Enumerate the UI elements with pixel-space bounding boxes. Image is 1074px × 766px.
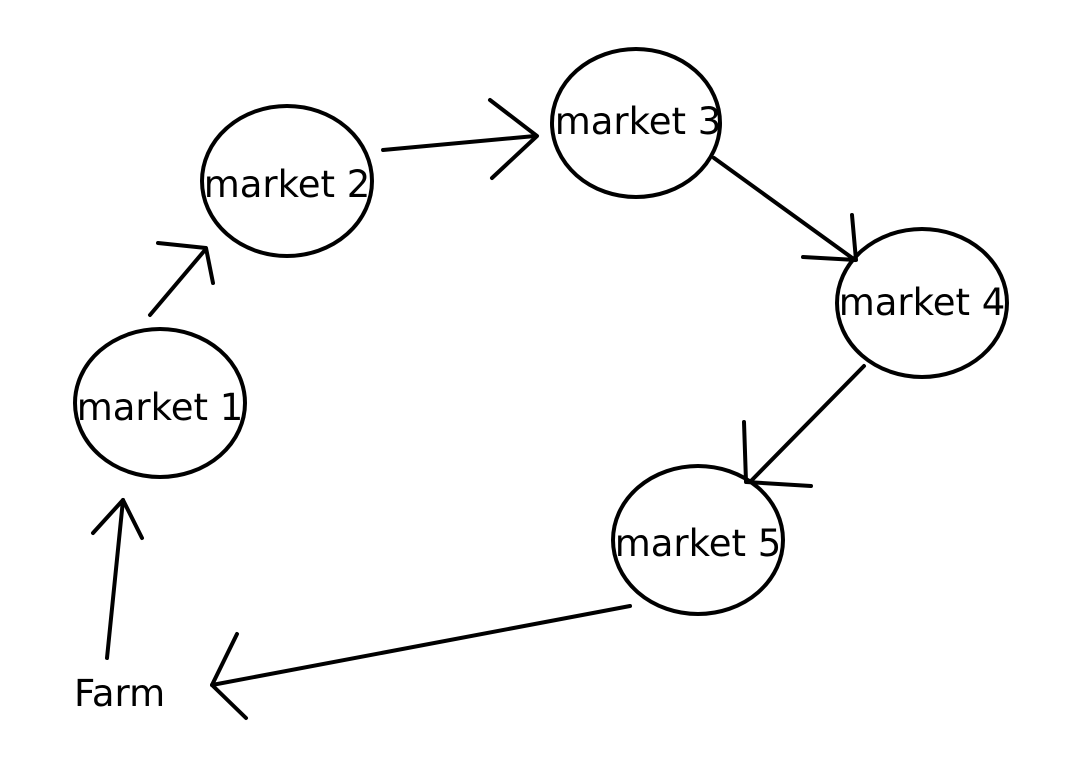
edge-market-2-to-market-3 xyxy=(381,98,539,180)
node-market-4: market 4 xyxy=(835,227,1009,379)
edge-market-3-to-market-4 xyxy=(712,156,858,262)
node-ellipse xyxy=(611,464,785,616)
node-label: market 4 xyxy=(839,281,1006,324)
arrow-head xyxy=(801,213,858,262)
node-ellipse xyxy=(835,227,1009,379)
edge-market-4-to-market-5 xyxy=(742,364,866,488)
node-market-3: market 3 xyxy=(550,47,722,199)
edge-market-1-to-market-2 xyxy=(148,241,215,317)
node-label: market 5 xyxy=(615,522,782,565)
edge-market-5-to-farm xyxy=(210,604,632,720)
arrow-head xyxy=(488,98,539,180)
node-ellipse xyxy=(550,47,722,199)
arrow-head xyxy=(156,241,215,285)
arrow-head xyxy=(91,498,144,540)
farm-label: Farm xyxy=(74,672,165,715)
node-label: market 2 xyxy=(204,163,371,206)
node-ellipse xyxy=(200,104,374,258)
node-market-5: market 5 xyxy=(611,464,785,616)
arrow-head xyxy=(210,632,248,720)
edge-farm-to-market-1 xyxy=(91,498,144,660)
edge-line xyxy=(105,498,125,660)
node-label: market 1 xyxy=(77,386,244,429)
node-ellipse xyxy=(73,327,247,479)
node-market-1: market 1 xyxy=(73,327,247,479)
edge-line xyxy=(748,364,866,484)
edge-line xyxy=(712,156,857,262)
edge-line xyxy=(148,248,207,317)
edge-line xyxy=(210,604,632,687)
node-label: market 3 xyxy=(555,100,722,143)
edge-line xyxy=(381,134,537,152)
arrow-head xyxy=(742,420,813,488)
node-market-2: market 2 xyxy=(200,104,374,258)
node-farm: Farm xyxy=(74,672,165,715)
